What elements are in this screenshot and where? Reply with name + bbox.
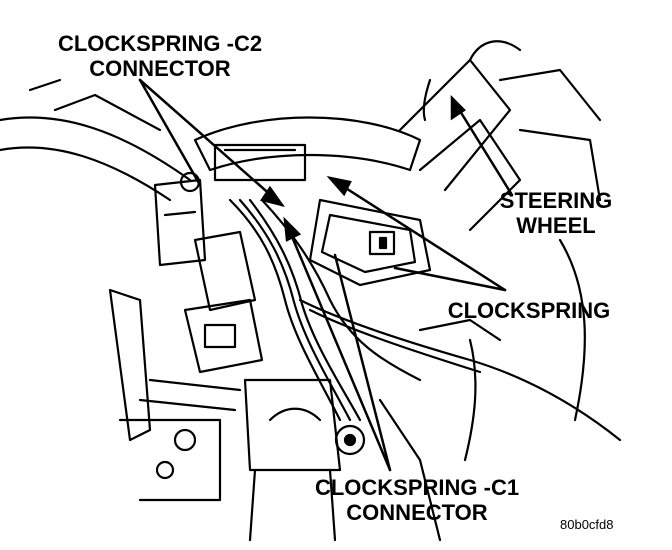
clockspring-c2-label-line-2: CONNECTOR — [89, 56, 231, 81]
left-trim-panel — [0, 116, 192, 182]
clockspring-housing — [308, 198, 432, 287]
lower-column — [243, 378, 342, 472]
clockspring-label: CLOCKSPRING — [440, 298, 618, 323]
wire-harness — [228, 198, 342, 422]
left-lower-panel — [108, 288, 152, 442]
clockspring-c1-label-line-2: CONNECTOR — [346, 500, 488, 525]
steering-column-shroud — [193, 116, 422, 172]
c2-leader-line — [138, 78, 284, 207]
c2-connector-body — [153, 178, 207, 267]
clockspring-label-text: CLOCKSPRING — [447, 298, 611, 323]
steering-wheel-label: STEERING WHEEL — [488, 188, 624, 238]
clockspring-leader-line-a — [328, 176, 507, 292]
clockspring-c2-connector-label: CLOCKSPRING -C2 CONNECTOR — [40, 31, 280, 81]
figure-id: 80b0cfd8 — [560, 517, 614, 532]
clockspring-leader-line-b — [393, 266, 507, 292]
clockspring-c1-label-line-1: CLOCKSPRING -C1 — [314, 475, 520, 500]
clockspring-c1-connector-label: CLOCKSPRING -C1 CONNECTOR — [292, 475, 542, 525]
clockspring-c2-label-line-1: CLOCKSPRING -C2 — [57, 31, 263, 56]
steering-wheel-leader-line — [450, 96, 514, 197]
connector-block — [193, 230, 257, 312]
c1-leader-line-b — [333, 253, 392, 472]
steering-wheel-spoke — [398, 58, 512, 192]
steering-wheel-label-line-2: WHEEL — [516, 213, 596, 238]
steering-wheel-label-line-1: STEERING — [499, 188, 613, 213]
c1-leader-line-a — [283, 218, 392, 472]
